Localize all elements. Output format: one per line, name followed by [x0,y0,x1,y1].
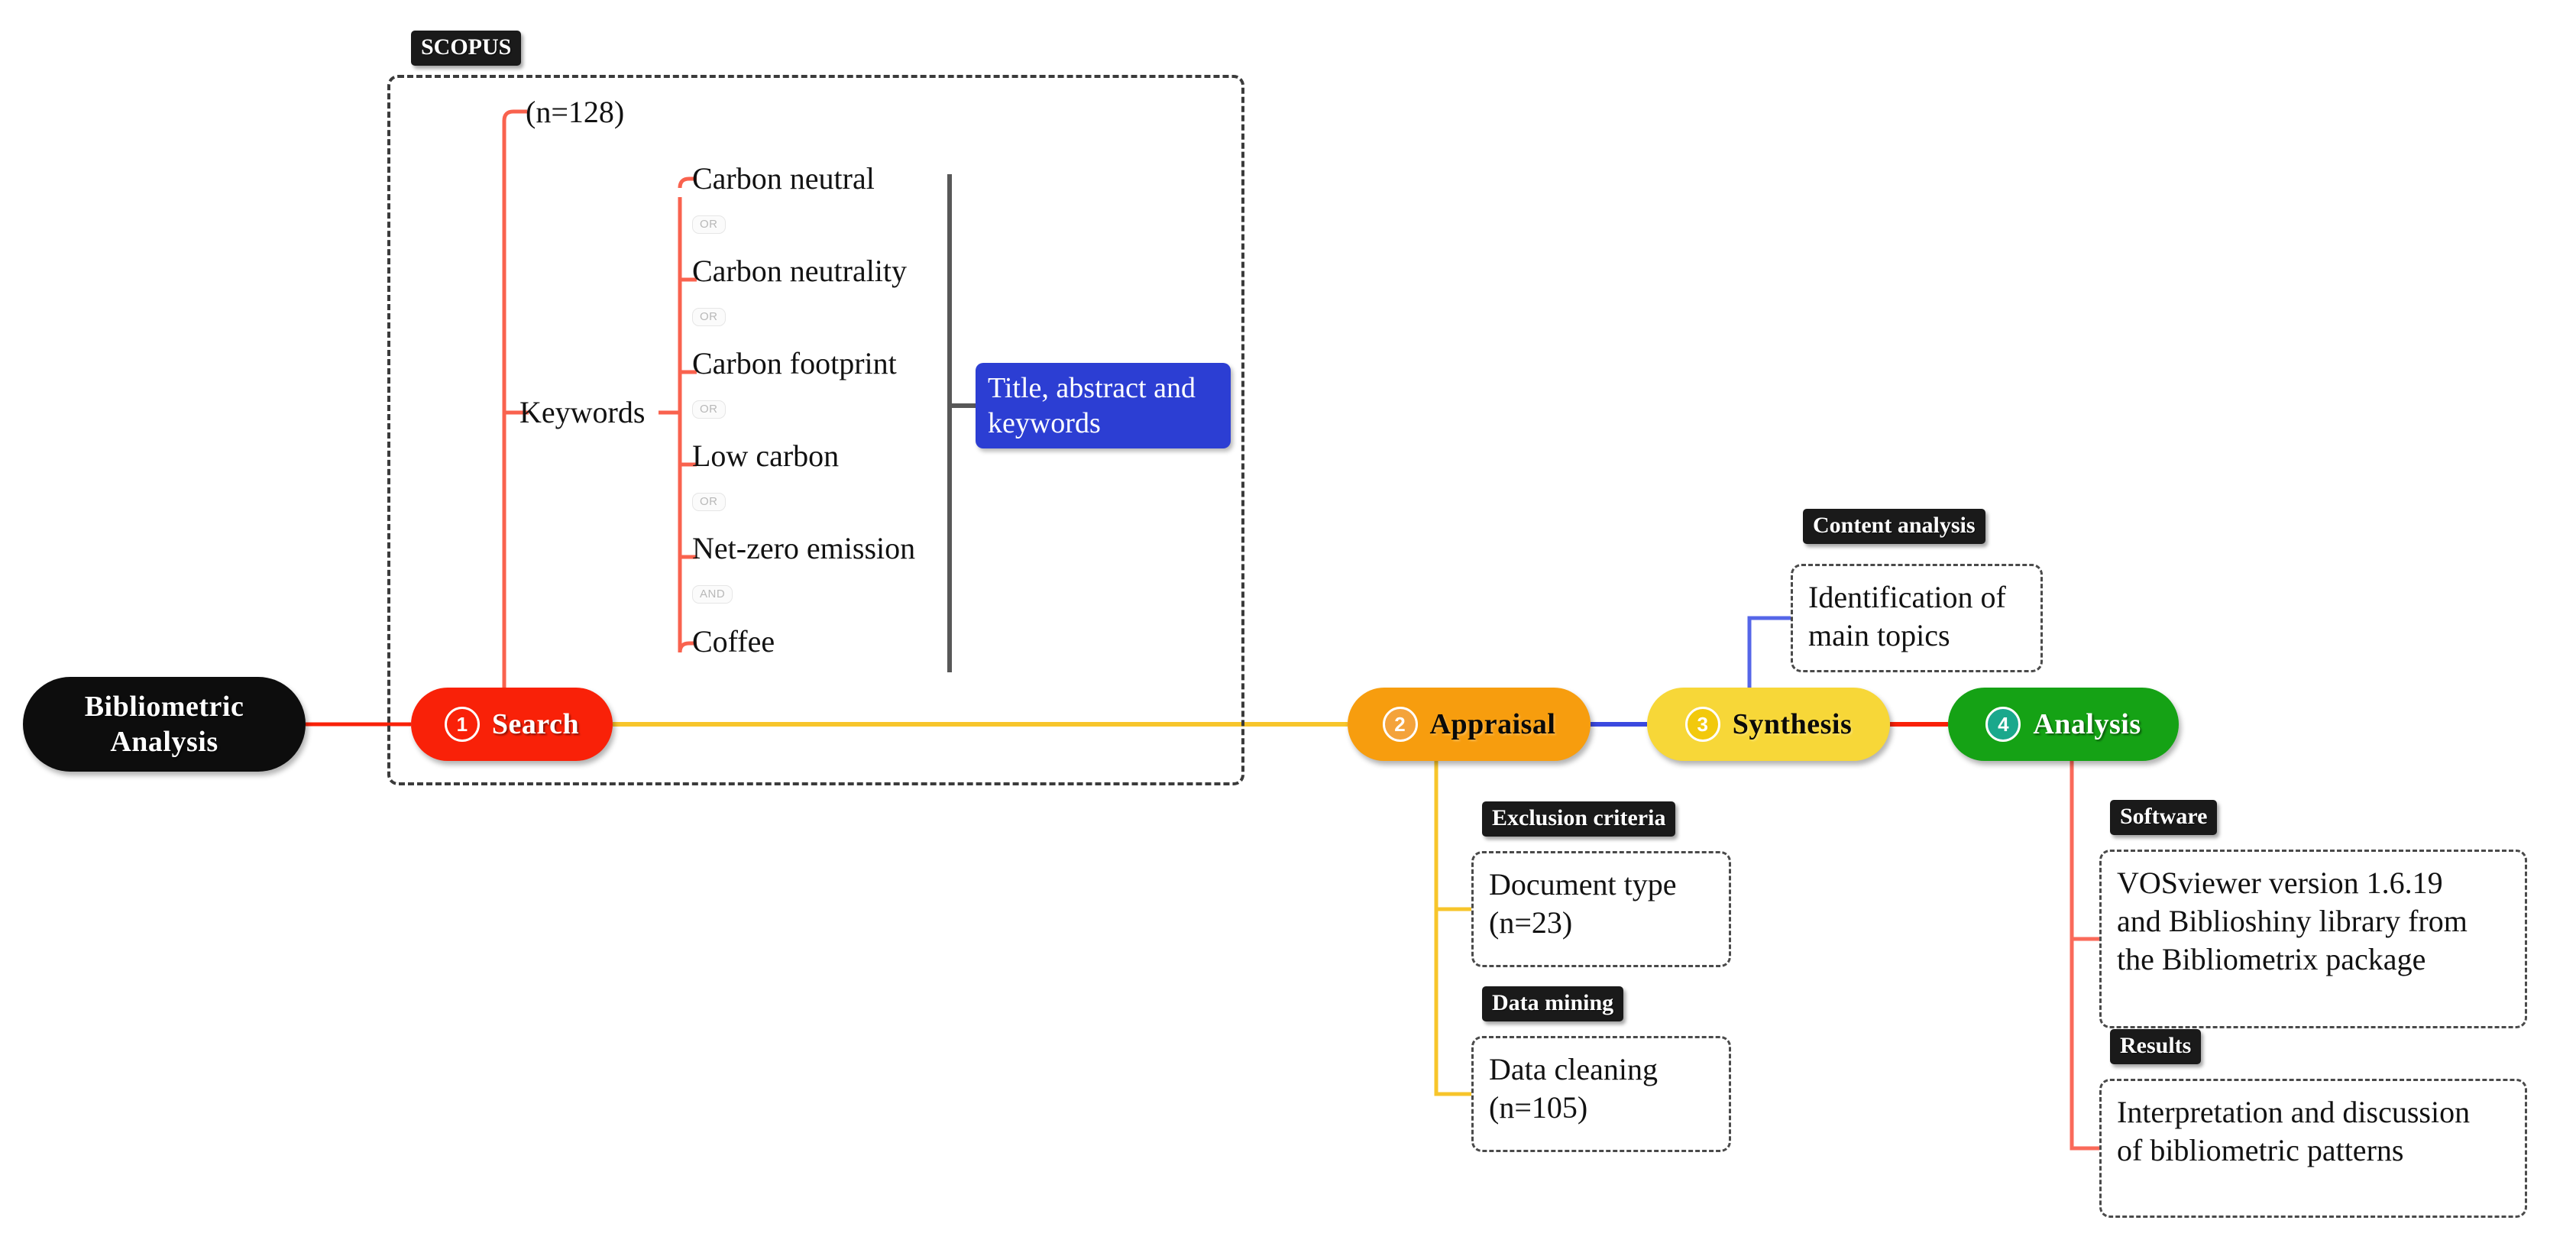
card-results-line2: of bibliometric patterns [2117,1133,2404,1167]
keyword-term-5: Coffee [692,624,775,659]
root-node-bibliometric-analysis[interactable]: Bibliometric Analysis [23,677,306,772]
keyword-operator-3: OR [692,493,726,511]
card-content-analysis: Identification of main topics [1791,564,2043,672]
card-data-cleaning-line1: Data cleaning [1489,1052,1658,1086]
root-node-label-line2: Analysis [110,726,218,758]
card-content-analysis-line1: Identification of [1808,580,2006,614]
card-document-type-line2: (n=23) [1489,905,1573,940]
step-node-analysis[interactable]: 4 Analysis [1948,688,2179,761]
step-badge-1: 1 [444,707,480,742]
card-document-type-line1: Document type [1489,867,1677,902]
tag-content-analysis: Content analysis [1803,509,1985,544]
card-software-line3: the Bibliometrix package [2117,942,2426,976]
keyword-term-2: Carbon footprint [692,346,897,380]
step-badge-3: 3 [1684,707,1720,742]
connector-analysis-children-spine [2070,761,2099,1151]
keyword-term-3: Low carbon [692,439,840,473]
tag-results: Results [2110,1029,2202,1064]
keyword-operator-2: OR [692,400,726,419]
tag-exclusion-criteria: Exclusion criteria [1482,801,1676,837]
tag-scopus: SCOPUS [411,31,522,66]
keyword-operator-0: OR [692,215,726,234]
card-data-cleaning: Data cleaning (n=105) [1471,1036,1731,1152]
card-data-cleaning-line2: (n=105) [1489,1090,1588,1125]
scopus-container [387,75,1244,785]
step-badge-4: 4 [1985,707,2021,742]
keyword-term-4: Net-zero emission [692,531,916,565]
tag-software: Software [2110,800,2218,835]
step-badge-2: 2 [1382,707,1418,742]
connector-appraisal-children-spine [1434,761,1471,1096]
keyword-term-1: Carbon neutrality [692,254,908,288]
card-document-type: Document type (n=23) [1471,851,1731,967]
card-content-analysis-line2: main topics [1808,618,1950,652]
keyword-operator-1: OR [692,308,726,326]
keyword-term-0: Carbon neutral [692,161,875,196]
tag-data-mining: Data mining [1482,986,1624,1021]
step-node-synthesis[interactable]: 3 Synthesis [1647,688,1890,761]
card-software-line2: and Biblioshiny library from [2117,904,2468,938]
leaf-record-count: (n=128) [526,95,625,129]
step-label-analysis: Analysis [2033,708,2141,740]
step-label-appraisal: Appraisal [1429,708,1556,740]
card-software-line1: VOSviewer version 1.6.19 [2117,866,2443,900]
field-scope-box: Title, abstract and keywords [976,363,1231,448]
keyword-operator-4: AND [692,585,733,604]
card-results-line1: Interpretation and discussion [2117,1095,2471,1129]
step-label-search: Search [491,708,580,740]
step-label-synthesis: Synthesis [1732,708,1853,740]
connector-synthesis-child-0 [1747,616,1791,688]
card-results: Interpretation and discussion of bibliom… [2099,1079,2527,1218]
step-node-search[interactable]: 1 Search [411,688,613,761]
card-software: VOSviewer version 1.6.19 and Biblioshiny… [2099,850,2527,1028]
root-node-label-line1: Bibliometric [84,691,244,723]
step-node-appraisal[interactable]: 2 Appraisal [1348,688,1591,761]
leaf-keywords-label: Keywords [519,395,646,429]
